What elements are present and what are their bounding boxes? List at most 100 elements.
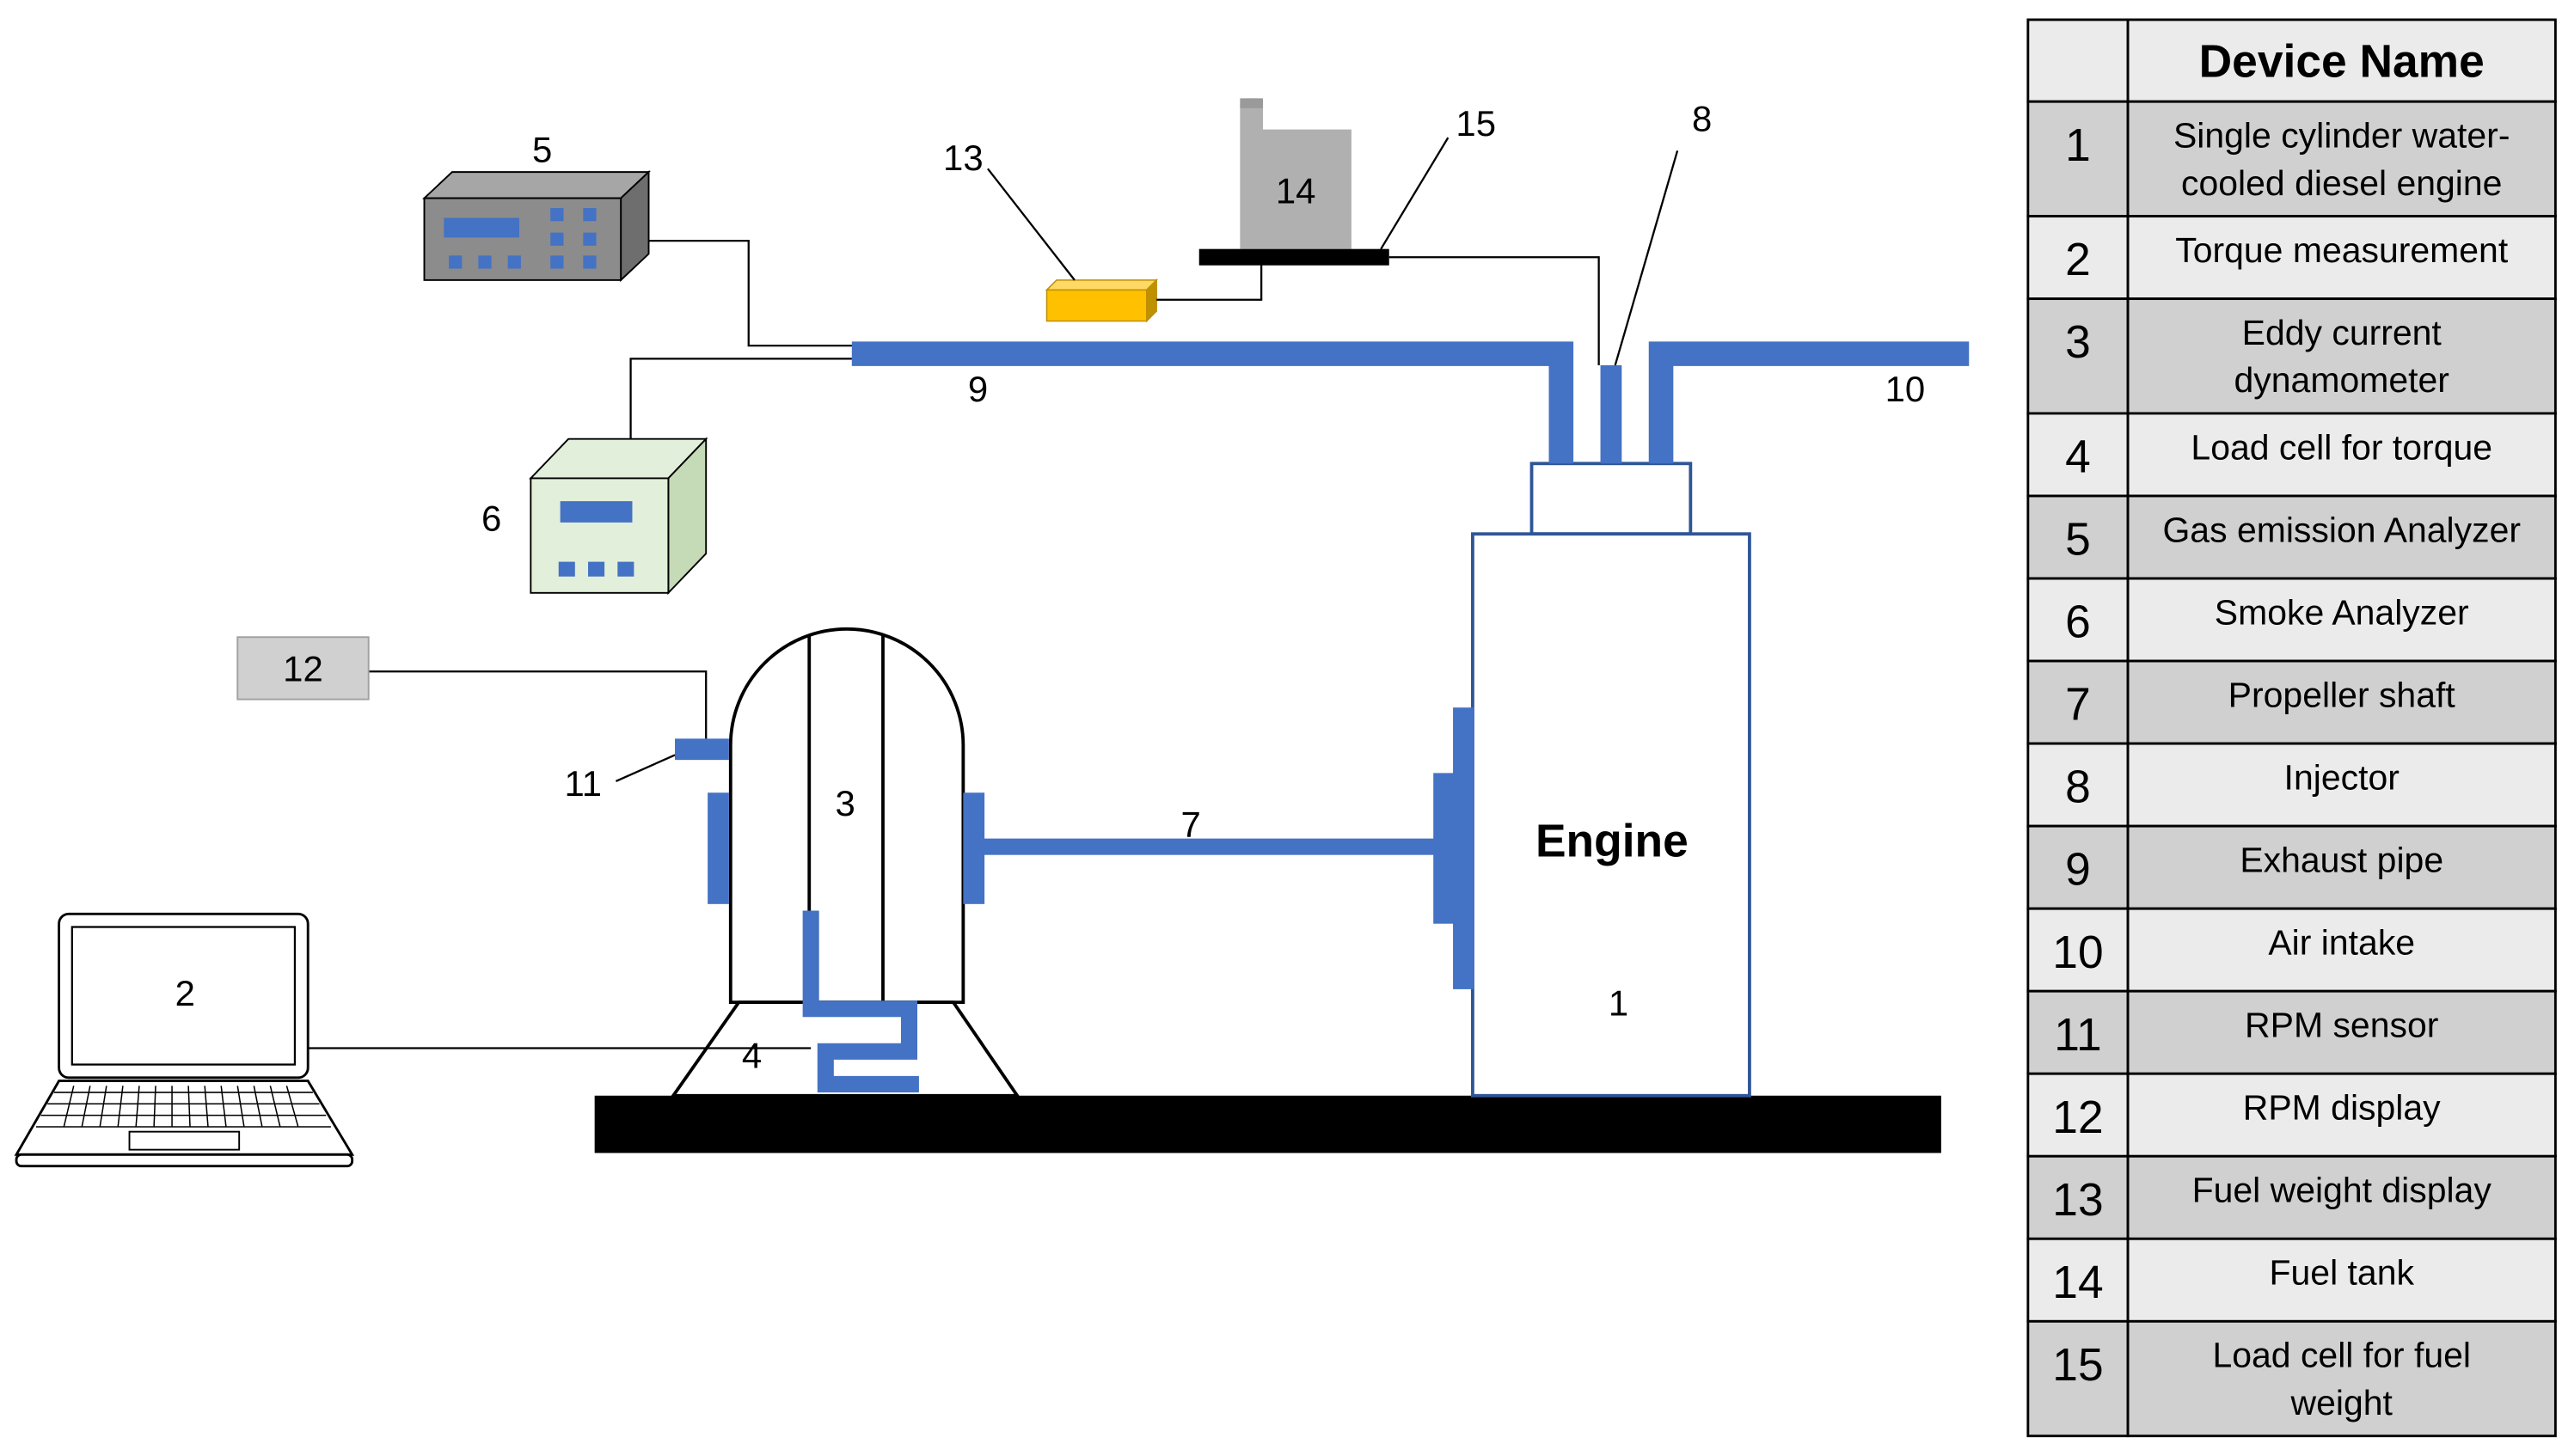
table-row-name: Single cylinder water-	[2173, 116, 2510, 156]
table-name-cell	[2126, 1072, 2557, 1158]
fuel-display-top	[1045, 279, 1159, 291]
table-row: 5 Gas emission Analyzer	[2026, 494, 2557, 580]
rpm-wire	[368, 670, 708, 739]
label-12: 12	[283, 649, 323, 689]
laptop-icon: 2	[14, 912, 355, 1168]
engine-label: Engine	[1535, 817, 1689, 867]
table-row: 10 Air intake	[2026, 907, 2557, 993]
engine-body	[1471, 532, 1751, 1098]
table-row-number: 8	[2065, 762, 2091, 813]
table-num-cell	[2026, 742, 2130, 828]
table-row-name: Eddy current	[2242, 313, 2442, 352]
table-name-cell	[2126, 215, 2557, 301]
table-name-cell	[2126, 1319, 2557, 1438]
engine-flange-inner	[1433, 773, 1455, 924]
table-name-cell	[2126, 412, 2557, 498]
table-row-name: weight	[2290, 1383, 2393, 1422]
exhaust-pipe	[851, 341, 1574, 464]
smoke-analyzer: 6	[481, 437, 708, 596]
table-row: 12 RPM display	[2026, 1072, 2557, 1158]
table-name-cell	[2126, 659, 2557, 745]
table-row-number: 4	[2065, 432, 2091, 483]
torque-load-cell	[802, 910, 919, 1092]
smoke-analyzer-wire	[629, 358, 852, 439]
dynamometer-body	[728, 627, 965, 1005]
label-1: 1	[1609, 982, 1628, 1023]
engine-flange-outer	[1453, 707, 1474, 989]
fuel-load-cell	[1198, 248, 1389, 266]
laptop-key-columns	[63, 1086, 299, 1128]
table-name-cell	[2126, 1154, 2557, 1240]
rpm-sensor-pointer	[615, 754, 676, 782]
table-row-name: Exhaust pipe	[2240, 840, 2443, 879]
label-11: 11	[565, 763, 603, 804]
gas-analyzer-buttons	[449, 208, 597, 269]
table-row-number: 12	[2052, 1092, 2103, 1143]
table-row-number: 10	[2052, 927, 2103, 978]
label-3: 3	[836, 783, 855, 823]
gas-analyzer-screen	[444, 217, 520, 238]
table-row-name: RPM sensor	[2245, 1006, 2438, 1045]
table-row: 4 Load cell for torque	[2026, 412, 2557, 498]
base-platform	[594, 1095, 1941, 1153]
fuel-load-cell-wire	[1388, 256, 1600, 365]
table-row-number: 11	[2054, 1010, 2101, 1061]
smoke-analyzer-screen	[560, 501, 633, 523]
table-row-number: 5	[2065, 515, 2091, 566]
fuel-display-wire	[1156, 257, 1263, 301]
table-row-number: 9	[2065, 845, 2091, 896]
gas-analyzer-top	[422, 171, 651, 199]
table-row-number: 1	[2065, 120, 2091, 171]
table-row-name: Injector	[2284, 757, 2400, 797]
table-name-cell	[2126, 1237, 2557, 1323]
engine-head	[1529, 462, 1693, 536]
table-row-name: Propeller shaft	[2228, 675, 2456, 714]
table-row-name: Load cell for torque	[2191, 427, 2492, 467]
label-15: 15	[1456, 103, 1496, 144]
rpm-display	[236, 636, 370, 700]
fuel-load-cell-pointer	[1380, 137, 1450, 250]
label-2: 2	[175, 973, 195, 1013]
table-num-cell	[2026, 577, 2130, 663]
table-row-name: Fuel weight display	[2192, 1171, 2492, 1210]
laptop-keyboard-base	[14, 1080, 355, 1156]
rpm-sensor	[675, 738, 729, 761]
propeller-shaft	[983, 838, 1436, 855]
table-num-cell	[2026, 824, 2130, 910]
fuel-weight-display	[1045, 278, 1159, 323]
gas-emission-analyzer: 5	[422, 130, 651, 283]
table-name-cell	[2126, 989, 2557, 1075]
table-row-name: RPM display	[2243, 1088, 2441, 1128]
label-14: 14	[1276, 170, 1316, 211]
table-row-name: Load cell for fuel	[2212, 1336, 2471, 1375]
dynamometer-right-plate	[963, 792, 985, 904]
table-name-cell	[2126, 577, 2557, 663]
table-row: 2 Torque measurement	[2026, 215, 2557, 301]
label-8: 8	[1692, 98, 1712, 138]
table-row-name: Torque measurement	[2175, 230, 2509, 270]
table-num-cell	[2026, 494, 2130, 580]
table-row-number: 2	[2065, 235, 2091, 285]
fuel-display-pointer	[987, 168, 1076, 281]
engine: Engine 1	[1433, 462, 1751, 1098]
laptop-front-edge	[15, 1153, 354, 1168]
fuel-display-front	[1045, 289, 1148, 322]
table-row: 8 Injector	[2026, 742, 2557, 828]
smoke-analyzer-buttons	[558, 561, 634, 577]
label-13: 13	[943, 138, 984, 178]
table-name-cell	[2126, 100, 2557, 218]
laptop-touchpad	[128, 1130, 241, 1151]
label-10: 10	[1885, 369, 1926, 409]
table-row-name: Fuel tank	[2270, 1253, 2415, 1293]
label-4: 4	[742, 1035, 762, 1075]
table-row-name: Gas emission Analyzer	[2162, 510, 2521, 549]
table-row-name: Smoke Analyzer	[2215, 592, 2469, 632]
table-num-cell	[2026, 1072, 2130, 1158]
table-row-name: Air intake	[2268, 923, 2415, 963]
